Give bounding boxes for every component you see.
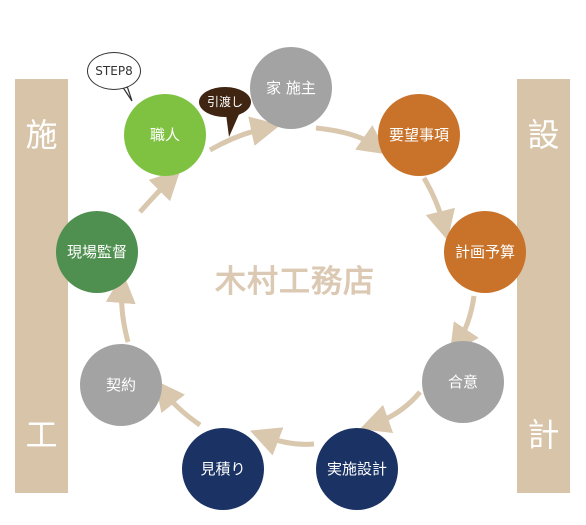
step-site-supervisor-label: 現場監督 (66, 243, 127, 261)
step-contract-label: 契約 (105, 376, 136, 394)
arrow-craftsman-to-client (208, 116, 281, 153)
step-requirements: 要望事項 (378, 94, 460, 176)
construction-pillar: 施 工 (15, 79, 68, 493)
arrow-agreement-to-design (359, 390, 422, 434)
handover-bubble: 引渡し (199, 87, 251, 117)
arrow-supervisor-to-craftsman (138, 169, 181, 214)
step-plan-budget: 計画予算 (444, 211, 526, 293)
construction-pillar-bottom-char: 工 (25, 416, 58, 454)
step-requirements-label: 要望事項 (388, 126, 449, 144)
design-pillar: 設 計 (517, 79, 570, 493)
step-number-bubble: STEP8 (87, 52, 141, 90)
step-estimate: 見積り (182, 428, 264, 510)
step-detail-design: 実施設計 (316, 428, 398, 510)
step-client: 家 施主 (250, 47, 332, 129)
step-craftsman-label: 職人 (149, 126, 180, 144)
step-client-label: 家 施主 (266, 79, 316, 97)
step-detail-design-label: 実施設計 (326, 460, 387, 478)
arrow-requirements-to-plan (421, 176, 455, 241)
design-pillar-top-char: 設 (527, 116, 560, 154)
step-contract: 契約 (80, 344, 162, 426)
step-plan-budget-label: 計画予算 (454, 243, 515, 261)
arrow-contract-to-supervisor (105, 273, 136, 343)
step-estimate-label: 見積り (200, 460, 246, 478)
step-site-supervisor: 現場監督 (56, 211, 138, 293)
company-logo: 木村工務店 (215, 264, 375, 300)
arrow-design-to-estimate (249, 427, 315, 456)
step-craftsman: 職人 (124, 94, 206, 176)
arrow-estimate-to-contract (154, 380, 202, 428)
arrow-plan-to-agreement (449, 295, 479, 355)
step-agreement: 合意 (422, 341, 504, 423)
arrow-client-to-requirements (315, 125, 389, 155)
handover-bubble-tail (226, 112, 240, 137)
construction-pillar-top-char: 施 (25, 116, 58, 154)
step-agreement-label: 合意 (447, 373, 478, 391)
design-pillar-bottom-char: 計 (527, 416, 560, 454)
